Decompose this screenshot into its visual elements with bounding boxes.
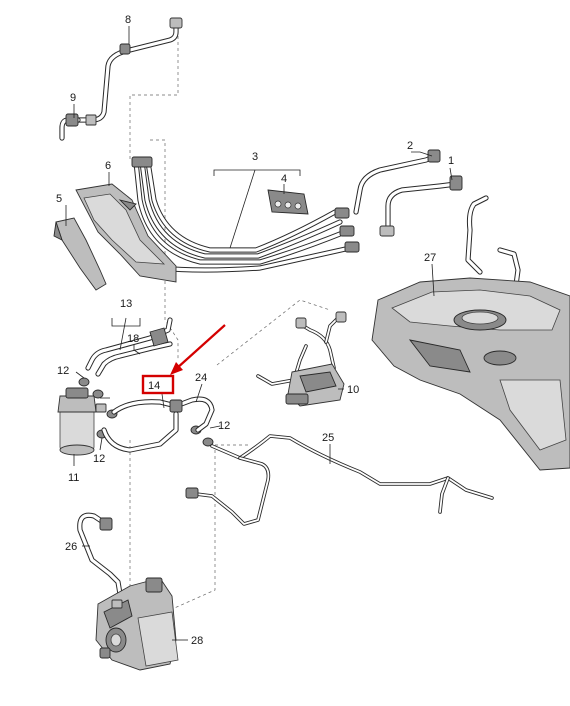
part-27-fuel-tank	[371, 195, 570, 471]
part-28-high-pressure-pump	[95, 577, 179, 671]
part-2-fuel-line	[353, 149, 441, 215]
callout-5: 5	[56, 193, 62, 205]
reference-dashed-lines	[129, 30, 331, 611]
callout-3: 3	[252, 151, 258, 163]
callout-8: 8	[125, 14, 131, 26]
callout-1: 1	[448, 155, 454, 167]
callout-13: 13	[120, 298, 132, 310]
part-25-fuel-line	[185, 434, 494, 526]
part-24-hose	[169, 396, 215, 433]
callout-11: 11	[68, 472, 79, 484]
callout-27: 27	[424, 252, 436, 264]
callout-12-a: 12	[57, 365, 69, 377]
part-6-heat-shield	[75, 183, 177, 283]
highlight-part-14	[141, 324, 226, 395]
part-14-hose	[101, 399, 179, 453]
callout-18: 18	[127, 333, 139, 345]
callout-6: 6	[105, 160, 111, 172]
highlight-box	[141, 374, 175, 395]
callout-9: 9	[70, 92, 76, 104]
callout-12-b: 12	[218, 420, 230, 432]
part-3-line-bundle	[131, 156, 360, 273]
part-26-fuel-line	[77, 512, 123, 597]
leader-lines	[65, 26, 453, 641]
callout-12-c: 12	[93, 453, 105, 465]
part-1-fuel-line	[379, 175, 463, 237]
part-4-clip	[267, 189, 309, 215]
part-9-connector	[59, 113, 97, 141]
part-18-hose	[149, 327, 169, 347]
callout-10: 10	[347, 384, 359, 396]
callout-4: 4	[281, 173, 287, 185]
part-8-fuel-line	[75, 17, 183, 123]
callout-labels: 8 9 3 4 2 1 6 5 27 13 18 12 14 24 10 12 …	[56, 14, 454, 647]
part-13-fuel-line	[85, 317, 173, 377]
callout-14: 14	[148, 380, 160, 392]
callout-25: 25	[322, 432, 334, 444]
callout-24: 24	[195, 372, 207, 384]
part-11-fuel-filter	[57, 387, 107, 456]
part-5-bracket	[53, 217, 107, 291]
part-10-sender-unit	[256, 311, 347, 407]
callout-28: 28	[191, 635, 203, 647]
callout-2: 2	[407, 140, 413, 152]
callout-26: 26	[65, 541, 77, 553]
